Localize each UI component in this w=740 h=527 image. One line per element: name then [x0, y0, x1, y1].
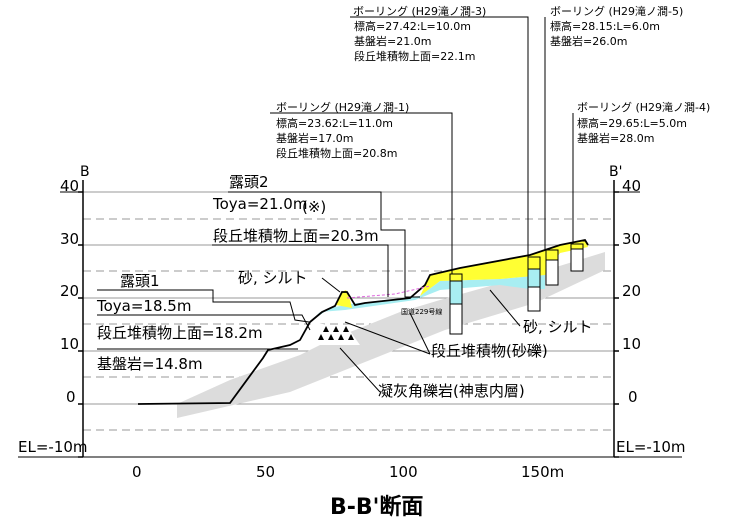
right-bottom-elevation: EL=-10m	[616, 438, 686, 456]
boring-callout-b3: ボーリング (H29滝ノ澗-3) 標高=27.42:L=10.0m 基盤岩=21…	[353, 4, 486, 63]
outcrop2-terrace: 段丘堆積物上面=20.3m	[213, 227, 379, 245]
svg-text:基盤岩=21.0m: 基盤岩=21.0m	[354, 34, 431, 48]
svg-text:ボーリング (H29滝ノ澗-4): ボーリング (H29滝ノ澗-4)	[577, 100, 710, 114]
section-start-label: B	[80, 164, 90, 180]
outcrop2-toya: Toya=21.0m	[212, 195, 307, 213]
terrace-gravel-label: 段丘堆積物(砂礫)	[431, 342, 548, 360]
sand-silt-outcrop2	[336, 290, 352, 308]
svg-text:基盤岩=17.0m: 基盤岩=17.0m	[276, 131, 353, 145]
svg-text:ボーリング (H29滝ノ澗-1): ボーリング (H29滝ノ澗-1)	[276, 100, 409, 114]
sand-silt-label-outcrop: 砂, シルト	[238, 269, 308, 287]
outcrop1-toya: Toya=18.5m	[96, 297, 191, 315]
svg-text:ボーリング (H29滝ノ澗-3): ボーリング (H29滝ノ澗-3)	[353, 4, 486, 18]
right-axis	[613, 180, 619, 458]
boring-callout-b5: ボーリング (H29滝ノ澗-5) 標高=28.15:L=6.0m 基盤岩=26.…	[550, 4, 683, 48]
borehole-b4	[570, 243, 584, 272]
right-y-tick: 0	[628, 388, 638, 406]
tuff-breccia-pattern	[318, 326, 354, 340]
road-label: 国道229号線	[401, 307, 442, 316]
borehole-b3	[527, 256, 541, 312]
section-title: B-B'断面	[330, 494, 423, 520]
road-line	[346, 285, 431, 299]
left-bottom-elevation: EL=-10m	[18, 438, 88, 456]
right-y-tick: 20	[622, 282, 641, 300]
svg-text:段丘堆積物上面=22.1m: 段丘堆積物上面=22.1m	[354, 49, 475, 63]
svg-text:標高=23.62:L=11.0m: 標高=23.62:L=11.0m	[276, 116, 393, 130]
right-y-tick: 10	[622, 335, 641, 353]
tuff-breccia-band	[177, 252, 605, 418]
right-y-tick: 40	[622, 177, 641, 195]
right-y-tick: 30	[622, 230, 641, 248]
left-y-tick: 40	[60, 177, 79, 195]
boring-callout-b1: ボーリング (H29滝ノ澗-1) 標高=23.62:L=11.0m 基盤岩=17…	[276, 100, 409, 160]
terrace-gravel-layer	[310, 275, 545, 322]
svg-text:標高=28.15:L=6.0m: 標高=28.15:L=6.0m	[550, 19, 660, 33]
left-y-tick: 0	[66, 388, 76, 406]
outcrop2-note: (※)	[302, 198, 326, 216]
left-y-tick: 20	[60, 282, 79, 300]
left-y-tick: 30	[60, 230, 79, 248]
svg-text:ボーリング (H29滝ノ澗-5): ボーリング (H29滝ノ澗-5)	[550, 4, 683, 18]
x-tick: 100	[389, 463, 418, 481]
outcrop1-bedrock: 基盤岩=14.8m	[97, 355, 203, 373]
boring-callout-b4: ボーリング (H29滝ノ澗-4) 標高=29.65:L=5.0m 基盤岩=28.…	[577, 100, 710, 145]
x-tick: 0	[132, 463, 142, 481]
outcrop2-title: 露頭2	[229, 173, 269, 191]
section-end-label: B'	[609, 164, 622, 180]
outcrop1-terrace: 段丘堆積物上面=18.2m	[97, 324, 263, 342]
svg-text:段丘堆積物上面=20.8m: 段丘堆積物上面=20.8m	[276, 146, 397, 160]
svg-text:標高=29.65:L=5.0m: 標高=29.65:L=5.0m	[577, 116, 687, 130]
tuff-breccia-label: 凝灰角礫岩(神恵内層)	[378, 382, 525, 400]
label-leaders	[321, 277, 521, 393]
svg-text:基盤岩=28.0m: 基盤岩=28.0m	[577, 131, 654, 145]
borehole-b1	[449, 273, 463, 335]
svg-text:基盤岩=26.0m: 基盤岩=26.0m	[550, 34, 627, 48]
outcrop1-title: 露頭1	[120, 272, 160, 290]
left-y-tick: 10	[60, 335, 79, 353]
borehole-b5	[545, 249, 559, 286]
svg-text:標高=27.42:L=10.0m: 標高=27.42:L=10.0m	[354, 19, 471, 33]
x-tick: 150m	[521, 463, 564, 481]
ground-surface	[137, 238, 589, 405]
left-axis	[78, 180, 84, 458]
callout-leaders	[97, 16, 574, 350]
sand-silt-label-terrace: 砂, シルト	[523, 318, 593, 336]
x-tick: 50	[256, 463, 275, 481]
